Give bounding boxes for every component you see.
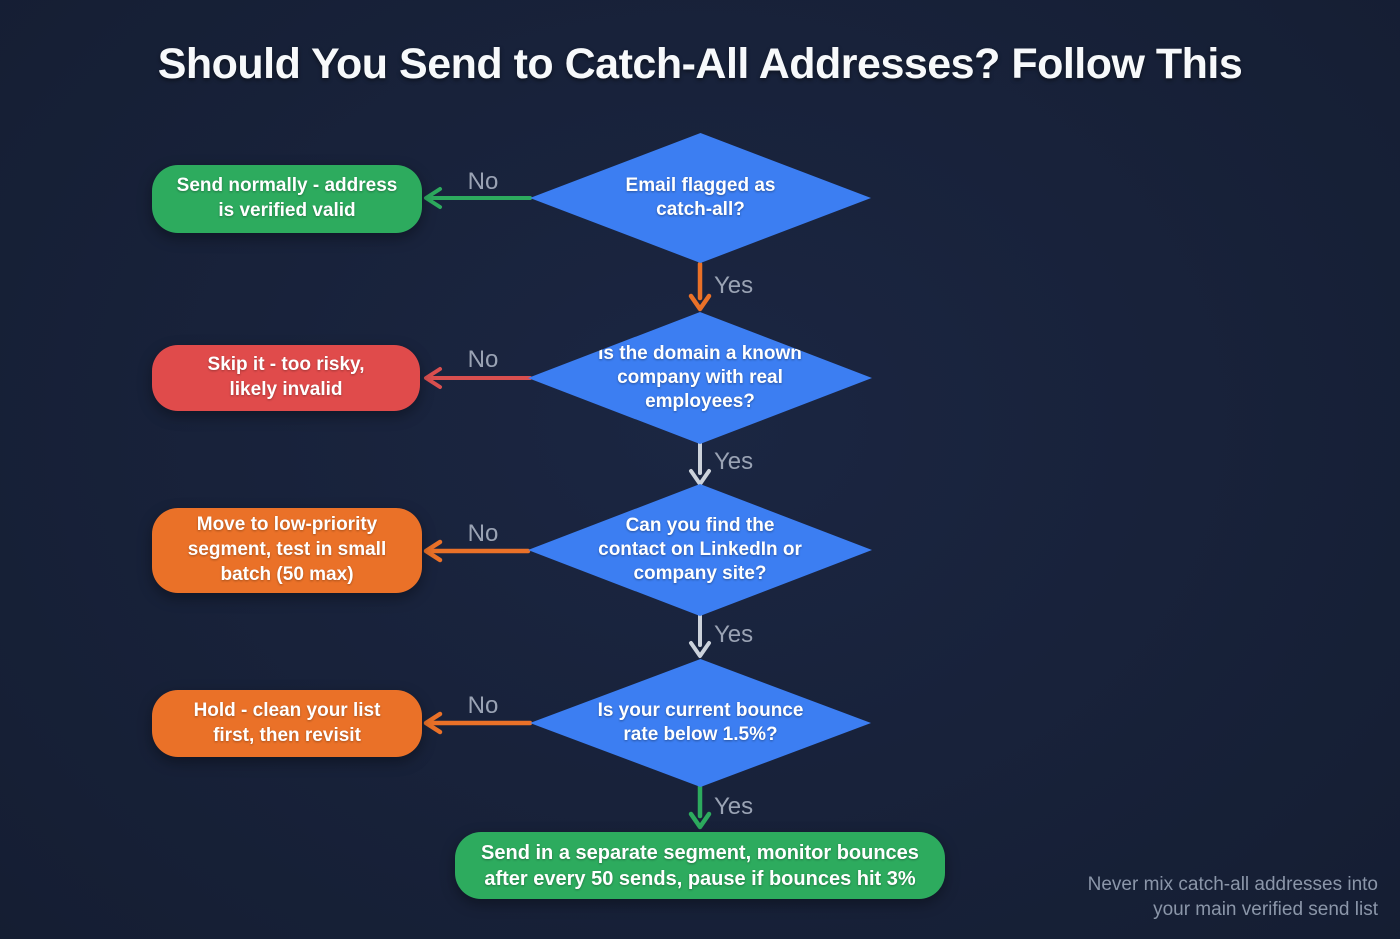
- outcome-label: Hold - clean your list first, then revis…: [193, 699, 381, 746]
- edge-label-yes-3: Yes: [714, 621, 754, 648]
- decision-label: Email flagged as catch-all?: [625, 174, 776, 220]
- edge-label-no-2: No: [467, 346, 499, 373]
- outcome-label: Send normally - address is verified vali…: [176, 175, 398, 221]
- edge-label-no-3: No: [467, 520, 499, 547]
- decision-email-flagged: Email flagged as catch-all?: [530, 133, 871, 263]
- outcome-label: Skip it - too risky, likely invalid: [207, 354, 365, 400]
- edge-label-yes-1: Yes: [714, 272, 754, 299]
- decision-label: Is your current bounce rate below 1.5%?: [597, 699, 804, 745]
- outcome-send-normally: Send normally - address is verified vali…: [152, 165, 422, 233]
- outcome-hold-clean-list: Hold - clean your list first, then revis…: [152, 690, 422, 757]
- decision-label: Can you find the contact on LinkedIn or …: [598, 514, 802, 585]
- decision-known-company: Is the domain a known company with real …: [528, 312, 872, 444]
- outcome-separate-segment: Send in a separate segment, monitor boun…: [455, 832, 945, 899]
- decision-bounce-rate: Is your current bounce rate below 1.5%?: [530, 659, 871, 787]
- edge-yes-3: [689, 614, 711, 658]
- edge-label-no-4: No: [467, 692, 499, 719]
- outcome-label: Send in a separate segment, monitor boun…: [481, 841, 919, 890]
- footnote-warning: Never mix catch-all addresses into your …: [1087, 873, 1378, 921]
- decision-find-contact: Can you find the contact on LinkedIn or …: [528, 484, 872, 616]
- edge-yes-1: [688, 261, 712, 312]
- decision-label: Is the domain a known company with real …: [598, 342, 802, 413]
- outcome-label: Move to low-priority segment, test in sm…: [187, 514, 387, 585]
- edge-label-no-1: No: [467, 168, 499, 195]
- edge-yes-2: [689, 442, 711, 486]
- edge-yes-4: [688, 783, 712, 830]
- edge-label-yes-2: Yes: [714, 448, 754, 475]
- edge-label-yes-4: Yes: [714, 793, 754, 820]
- outcome-skip-it: Skip it - too risky, likely invalid: [152, 345, 420, 411]
- page-title: Should You Send to Catch-All Addresses? …: [157, 40, 1243, 88]
- outcome-low-priority: Move to low-priority segment, test in sm…: [152, 508, 422, 593]
